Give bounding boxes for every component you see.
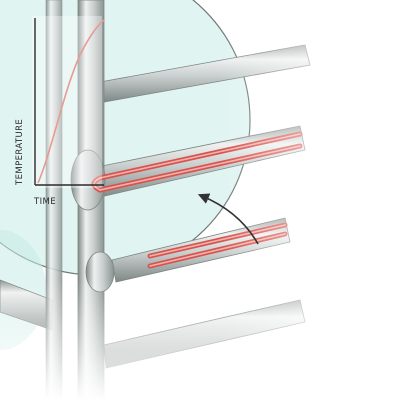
temperature-curve [37,19,105,184]
curved-arrow-icon [197,193,259,245]
x-axis-label: TIME [33,197,56,207]
inset-graph: TIME TEMPERATURE [15,16,105,207]
y-axis-label: TEMPERATURE [15,119,25,186]
